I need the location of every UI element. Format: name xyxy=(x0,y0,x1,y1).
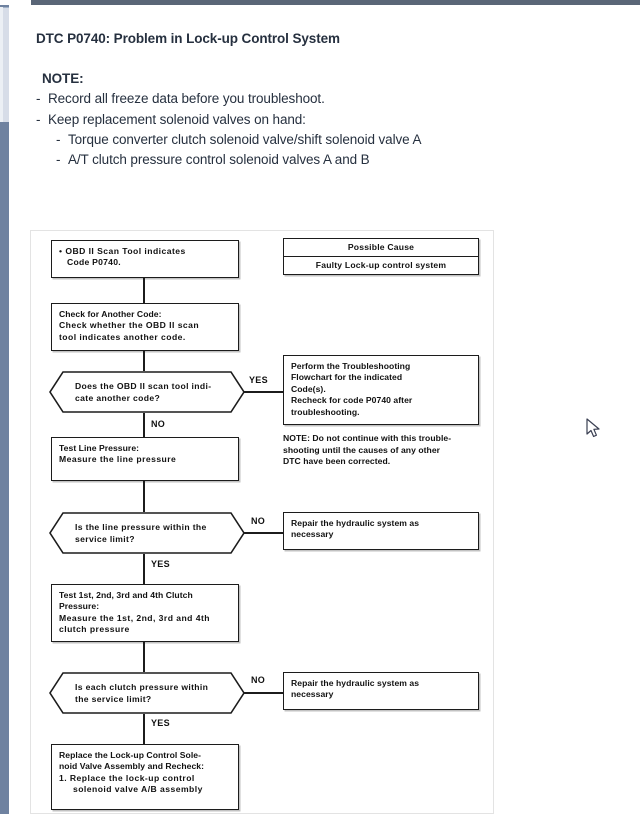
top-chrome-cap xyxy=(0,0,31,5)
flow-node-start-text1: OBD II Scan Tool indicates xyxy=(65,246,186,256)
test-clutch-line2: clutch pressure xyxy=(59,624,130,635)
mouse-cursor-icon xyxy=(586,418,600,438)
perform-line3: Code(s). xyxy=(291,383,326,394)
test-clutch-heading1: Test 1st, 2nd, 3rd and 4th Clutch xyxy=(59,590,193,600)
connector-decision3-no xyxy=(244,692,283,694)
flow-decision-line-pressure: Is the line pressure within the service … xyxy=(49,512,245,554)
replace-line2: solenoid valve A/B assembly xyxy=(73,784,203,795)
connector-decision2-no xyxy=(244,532,283,534)
note-item-2: -Keep replacement solenoid valves on han… xyxy=(36,110,456,130)
flow-node-start: • OBD II Scan Tool indicates Code P0740. xyxy=(51,240,239,278)
decision3-line1: Is each clutch pressure within xyxy=(75,682,209,692)
top-chrome-bar xyxy=(0,0,640,5)
decision2-line2: service limit? xyxy=(75,534,135,544)
hexagon-shape-icon xyxy=(49,512,245,554)
edge-label-decision2-yes: YES xyxy=(151,559,170,569)
note-item-1-text: Record all freeze data before you troubl… xyxy=(48,91,325,107)
flow-decision-another-code-text: Does the OBD II scan tool indi- cate ano… xyxy=(75,380,225,404)
replace-heading1: Replace the Lock-up Control Sole- xyxy=(59,750,202,760)
note-dtc-line1: NOTE: Do not continue with this trouble- xyxy=(283,433,452,443)
decision2-line1: Is the line pressure within the xyxy=(75,522,207,532)
test-clutch-line1: Measure the 1st, 2nd, 3rd and 4th xyxy=(59,612,210,623)
perform-line4: Recheck for code P0740 after xyxy=(291,395,413,406)
test-line-heading: Test Line Pressure: xyxy=(59,443,140,453)
note-dtc-line2: shooting until the causes of any other xyxy=(283,444,441,455)
connector-check-to-decision1 xyxy=(143,351,145,371)
edge-label-decision1-no: NO xyxy=(151,419,166,429)
possible-cause-header: Possible Cause xyxy=(284,239,478,257)
test-line-line1: Measure the line pressure xyxy=(59,454,177,465)
edge-label-decision3-yes: YES xyxy=(151,718,170,728)
note-item-3: -Torque converter clutch solenoid valve/… xyxy=(36,130,456,150)
flow-decision-clutch-pressure-text: Is each clutch pressure within the servi… xyxy=(75,681,225,705)
vertical-scrollbar-track[interactable] xyxy=(0,5,9,814)
connector-decision3-yes xyxy=(143,714,145,750)
flow-node-check-line2: tool indicates another code. xyxy=(59,331,186,342)
flow-node-start-line2: Code P0740. xyxy=(67,257,121,268)
connector-decision1-no xyxy=(143,413,145,443)
repair1-line2: necessary xyxy=(291,529,334,540)
article-text-block: DTC P0740: Problem in Lock-up Control Sy… xyxy=(36,30,456,170)
flow-node-test-clutch-pressure: Test 1st, 2nd, 3rd and 4th Clutch Pressu… xyxy=(51,584,239,642)
note-dash: - xyxy=(36,91,41,107)
flow-node-replace-solenoid: Replace the Lock-up Control Sole- noid V… xyxy=(51,744,239,810)
possible-cause-value: Faulty Lock-up control system xyxy=(315,260,447,270)
edge-label-decision1-yes: YES xyxy=(249,375,268,385)
bullet-glyph: • xyxy=(59,246,63,256)
flow-node-check-heading: Check for Another Code: xyxy=(59,309,162,319)
perform-line1: Perform the Troubleshooting xyxy=(291,361,411,371)
replace-heading2: noid Valve Assembly and Recheck: xyxy=(59,761,205,772)
page-left-margin xyxy=(9,5,31,814)
page-title: DTC P0740: Problem in Lock-up Control Sy… xyxy=(36,31,340,46)
perform-line5: troubleshooting. xyxy=(291,406,360,417)
repair2-line2: necessary xyxy=(291,689,334,700)
flow-decision-line-pressure-text: Is the line pressure within the service … xyxy=(75,521,225,545)
connector-decision2-yes xyxy=(143,554,145,591)
note-heading: NOTE: xyxy=(42,71,84,86)
note-item-1: -Record all freeze data before you troub… xyxy=(36,89,456,109)
edge-label-decision2-no: NO xyxy=(251,516,266,526)
connector-testclutch-to-decision3 xyxy=(143,642,145,672)
flow-node-perform-troubleshooting: Perform the Troubleshooting Flowchart fo… xyxy=(283,355,479,425)
troubleshooting-flowchart-figure: • OBD II Scan Tool indicates Code P0740.… xyxy=(30,230,494,814)
note-dash: - xyxy=(36,111,41,127)
flow-decision-clutch-pressure: Is each clutch pressure within the servi… xyxy=(49,672,245,714)
possible-cause-table: Possible Cause Faulty Lock-up control sy… xyxy=(283,238,479,275)
decision1-line1: Does the OBD II scan tool indi- xyxy=(75,381,212,391)
note-item-4-text: A/T clutch pressure control solenoid val… xyxy=(68,152,370,168)
hexagon-shape-icon xyxy=(49,672,245,714)
note-item-4: -A/T clutch pressure control solenoid va… xyxy=(36,150,456,170)
connector-start-to-check xyxy=(143,278,145,303)
test-clutch-heading2: Pressure: xyxy=(59,601,100,612)
note-dtc-line3: DTC have been corrected. xyxy=(283,456,391,466)
flow-node-repair-hydraulic-2: Repair the hydraulic system as necessary xyxy=(283,672,479,710)
vertical-scrollbar-thumb[interactable] xyxy=(0,7,9,122)
note-dash: - xyxy=(56,131,61,147)
decision1-line2: cate another code? xyxy=(75,393,161,403)
connector-testline-to-decision2 xyxy=(143,481,145,512)
flowchart-note-dtc: NOTE: Do not continue with this trouble-… xyxy=(283,433,493,468)
flow-node-repair-hydraulic-1: Repair the hydraulic system as necessary xyxy=(283,512,479,550)
flow-node-check-line1: Check whether the OBD II scan xyxy=(59,320,200,331)
note-item-3-text: Torque converter clutch solenoid valve/s… xyxy=(68,131,422,147)
perform-line2: Flowchart for the indicated xyxy=(291,372,403,383)
note-dash: - xyxy=(56,152,61,168)
edge-label-decision3-no: NO xyxy=(251,675,266,685)
hexagon-shape-icon xyxy=(49,371,245,413)
repair1-line1: Repair the hydraulic system as xyxy=(291,518,420,528)
flow-decision-another-code: Does the OBD II scan tool indi- cate ano… xyxy=(49,371,245,413)
decision3-line2: the service limit? xyxy=(75,694,152,704)
replace-line1: 1. Replace the lock-up control xyxy=(59,772,195,783)
repair2-line1: Repair the hydraulic system as xyxy=(291,678,420,688)
flow-node-start-line1: • OBD II Scan Tool indicates xyxy=(59,246,231,257)
connector-decision1-yes xyxy=(244,391,283,393)
note-block: NOTE: -Record all freeze data before you… xyxy=(36,69,456,170)
flow-node-check-another-code: Check for Another Code: Check whether th… xyxy=(51,303,239,351)
note-item-2-text: Keep replacement solenoid valves on hand… xyxy=(48,111,306,127)
vertical-scrollbar-thumb-highlight xyxy=(0,7,3,122)
flow-node-test-line-pressure: Test Line Pressure: Measure the line pre… xyxy=(51,437,239,481)
flowchart-canvas: • OBD II Scan Tool indicates Code P0740.… xyxy=(31,231,493,813)
